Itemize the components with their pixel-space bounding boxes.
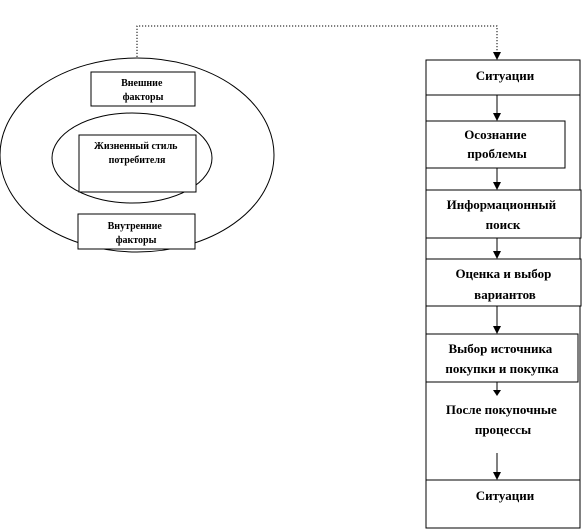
external-factors-box: [90, 71, 196, 107]
step-box-problem: [425, 120, 566, 169]
connector-arrowhead: [493, 52, 501, 60]
internal-factors-box: [77, 213, 196, 250]
step-box-search: [425, 189, 582, 239]
step-box-evaluation: [425, 258, 582, 307]
step-situation-top: Ситуации: [476, 68, 535, 83]
step-arrows: [493, 95, 501, 480]
step-evaluation-label: Оценка и выбор вариантов: [455, 266, 554, 302]
lifestyle-box: [78, 134, 197, 193]
step-purchase-label: Выбор источника покупки и покупка: [445, 341, 559, 376]
internal-factors-label: Внутренние факторы: [108, 221, 165, 246]
lifestyle-label: Жизненный стиль потребителя: [94, 141, 180, 166]
step-postpurchase-label: После покупочные процессы: [446, 402, 560, 437]
dotted-connector: [136, 25, 498, 60]
external-factors-label: Внешние факторы: [121, 78, 165, 103]
step-search-label: Информационный поиск: [447, 197, 560, 232]
step-situation-bottom: Ситуации: [476, 488, 535, 503]
step-box-purchase: [425, 333, 579, 383]
step-problem-label: Осознание проблемы: [464, 127, 530, 161]
